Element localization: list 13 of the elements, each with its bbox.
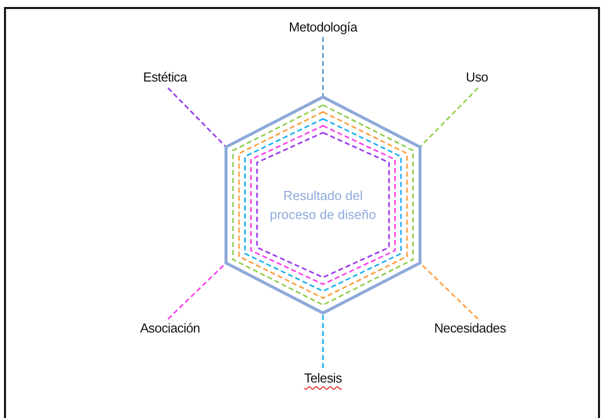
factor-label: Necesidades [434, 320, 506, 336]
factor-label: Uso [466, 70, 488, 84]
dashed-connector [419, 87, 479, 148]
factor-label: Telesis [304, 370, 342, 386]
factor-label: Metodología [288, 20, 358, 34]
dashed-connector [167, 262, 227, 320]
factor-label: Asociación [140, 320, 200, 336]
center-title: Resultado del proceso de diseño [268, 187, 378, 224]
dashed-connector [167, 87, 227, 148]
dashed-connector [419, 262, 479, 320]
dashed-connector [322, 313, 324, 368]
factor-label: Estética [143, 70, 187, 84]
dashed-connector [322, 37, 324, 97]
